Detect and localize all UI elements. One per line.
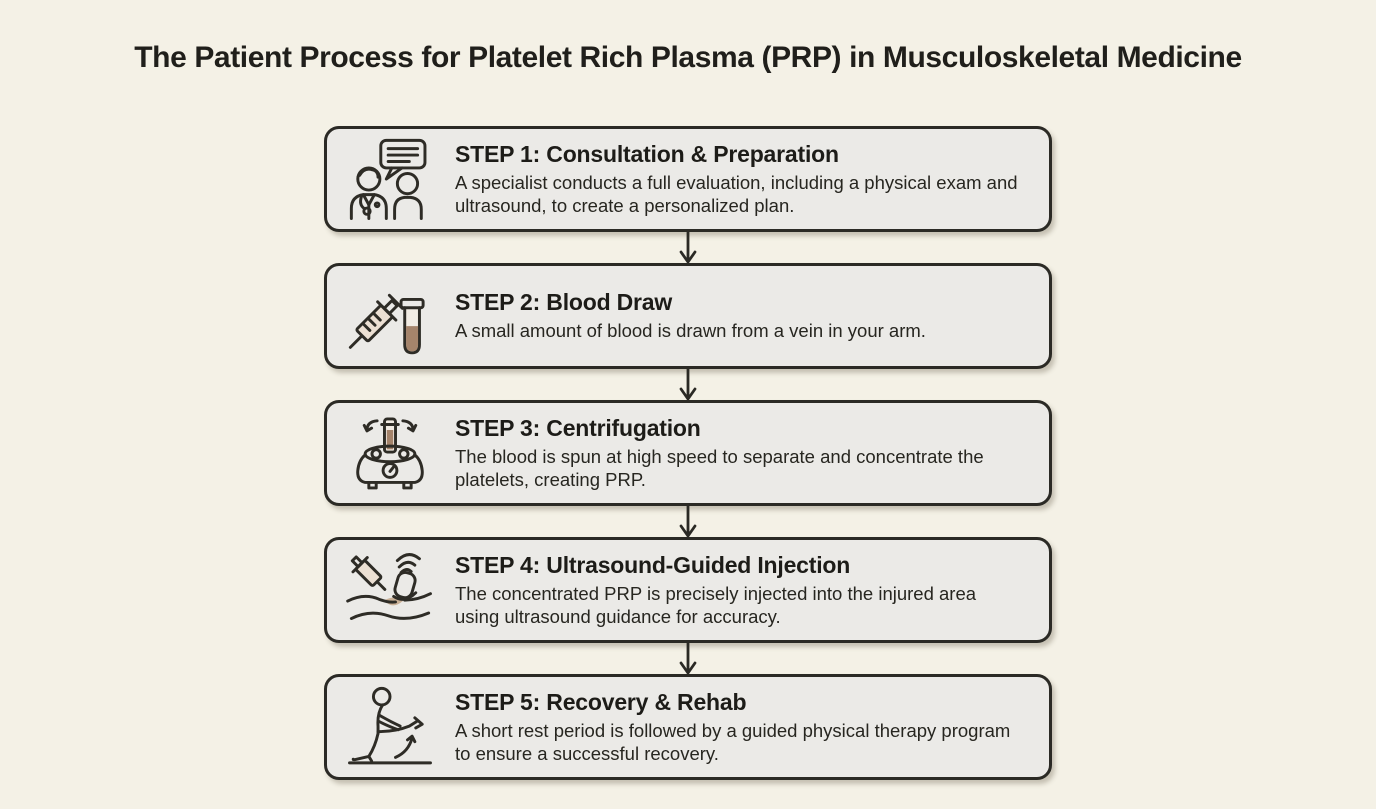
step-box-1: STEP 1: Consultation & Preparation A spe… [324,126,1052,232]
step-5-text: STEP 5: Recovery & Rehab A short rest pe… [455,689,1023,766]
step-box-5: STEP 5: Recovery & Rehab A short rest pe… [324,674,1052,780]
step-4-description: The concentrated PRP is precisely inject… [455,582,977,627]
step-4-icon-wrap [337,548,443,632]
step-3-description: The blood is spun at high speed to separ… [455,445,984,490]
step-5-icon-wrap [337,685,443,769]
step-box-4: STEP 4: Ultrasound-Guided Injection The … [324,537,1052,643]
down-arrow-icon [679,369,697,400]
step-box-2: STEP 2: Blood Draw A small amount of blo… [324,263,1052,369]
down-arrow-icon [679,232,697,263]
centrifuge-icon [356,417,424,490]
step-5-title: STEP 5: Recovery & Rehab [455,688,747,715]
step-1-text: STEP 1: Consultation & Preparation A spe… [455,141,1023,218]
page-title: The Patient Process for Platelet Rich Pl… [134,41,1242,74]
step-5-description: A short rest period is followed by a gui… [455,719,1011,764]
step-1-description: A specialist conducts a full evaluation,… [455,171,1018,216]
step-2-text: STEP 2: Blood Draw A small amount of blo… [455,289,926,342]
step-3-title: STEP 3: Centrifugation [455,414,701,441]
syringe-blood-vial-icon [348,293,425,355]
step-4-title: STEP 4: Ultrasound-Guided Injection [455,551,851,578]
process-flow: STEP 1: Consultation & Preparation A spe… [324,126,1052,780]
step-2-title: STEP 2: Blood Draw [455,289,673,316]
flow-arrow-2 [678,369,698,400]
down-arrow-icon [679,643,697,674]
step-2-description: A small amount of blood is drawn from a … [455,320,926,342]
ultrasound-probe-injection-icon [346,553,432,620]
physical-therapy-stretch-icon [348,686,432,765]
step-1-title: STEP 1: Consultation & Preparation [455,140,839,167]
down-arrow-icon [679,506,697,537]
step-box-3: STEP 3: Centrifugation The blood is spun… [324,400,1052,506]
step-3-icon-wrap [337,411,443,495]
step-2-icon-wrap [337,274,443,358]
flow-arrow-3 [678,506,698,537]
step-3-text: STEP 3: Centrifugation The blood is spun… [455,415,1023,492]
step-1-icon-wrap [337,137,443,221]
flow-arrow-1 [678,232,698,263]
doctor-patient-consultation-icon [349,138,427,221]
step-4-text: STEP 4: Ultrasound-Guided Injection The … [455,552,1023,629]
flow-arrow-4 [678,643,698,674]
